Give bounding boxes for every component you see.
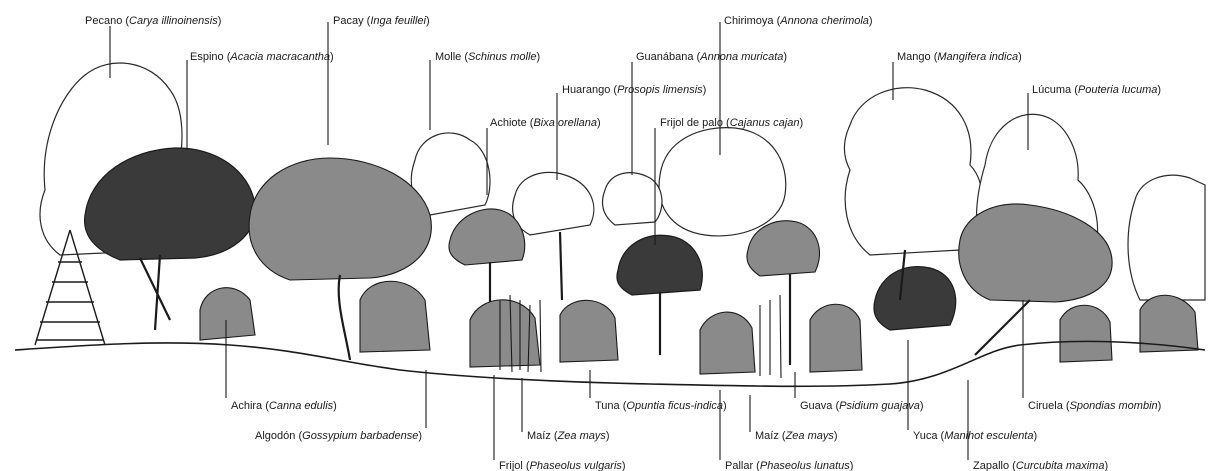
label-yuca: Yuca (Manihot esculenta): [913, 430, 1037, 442]
label-maiz-2: Maíz (Zea mays): [755, 430, 838, 442]
tree-guava-crown: [747, 221, 820, 276]
label-achira: Achira (Canna edulis): [231, 400, 337, 412]
tree-pacay-crown: [249, 158, 431, 280]
tree-huarango-crown: [513, 172, 594, 235]
label-zapallo: Zapallo (Curcubita maxima): [973, 460, 1108, 471]
tree-achiote-crown: [449, 209, 525, 265]
tree-right-edge-crown: [1128, 175, 1205, 300]
trunk-pacay: [339, 275, 350, 360]
label-mango: Mango (Mangifera indica): [897, 51, 1022, 63]
tree-mango-lower-crown: [874, 267, 956, 330]
label-guanabana: Guanábana (Annona muricata): [636, 51, 787, 63]
trunk-espino: [140, 255, 170, 330]
label-pecano: Pecano (Carya illinoinensis): [85, 15, 221, 27]
label-pallar: Pallar (Phaseolus lunatus): [725, 460, 853, 471]
trunk-huarango: [560, 232, 562, 300]
label-lucuma: Lúcuma (Pouteria lucuma): [1032, 84, 1161, 96]
trunk-ciruela: [975, 300, 1030, 355]
label-ciruela: Ciruela (Spondias mombin): [1028, 400, 1161, 412]
tree-guanabana-crown: [602, 173, 661, 225]
label-maiz-1: Maíz (Zea mays): [527, 430, 610, 442]
label-frijol: Frijol (Phaseolus vulgaris): [499, 460, 626, 471]
tree-mango-crown: [844, 88, 982, 255]
tree-chirimoya-crown: [659, 128, 786, 236]
label-espino: Espino (Acacia macracantha): [190, 51, 334, 63]
vegetation-drawing: [15, 63, 1205, 386]
label-huarango: Huarango (Prosopis limensis): [562, 84, 706, 96]
label-tuna: Tuna (Opuntia ficus-indica): [595, 400, 727, 412]
label-pacay: Pacay (Inga feuillei): [333, 15, 430, 27]
label-achiote: Achiote (Bixa orellana): [490, 117, 601, 129]
label-guava: Guava (Psidium guajava): [800, 400, 924, 412]
labels-top: Pecano (Carya illinoinensis) Espino (Aca…: [85, 15, 1161, 129]
label-chirimoya: Chirimoya (Annona cherimola): [724, 15, 873, 27]
label-molle: Molle (Schinus molle): [435, 51, 540, 63]
labels-bottom: Achira (Canna edulis) Algodón (Gossypium…: [231, 400, 1161, 471]
tree-frijol-de-palo-crown: [617, 235, 702, 295]
label-algodon: Algodón (Gossypium barbadense): [255, 430, 422, 442]
label-frijol-de-palo: Frijol de palo (Cajanus cajan): [660, 117, 803, 129]
